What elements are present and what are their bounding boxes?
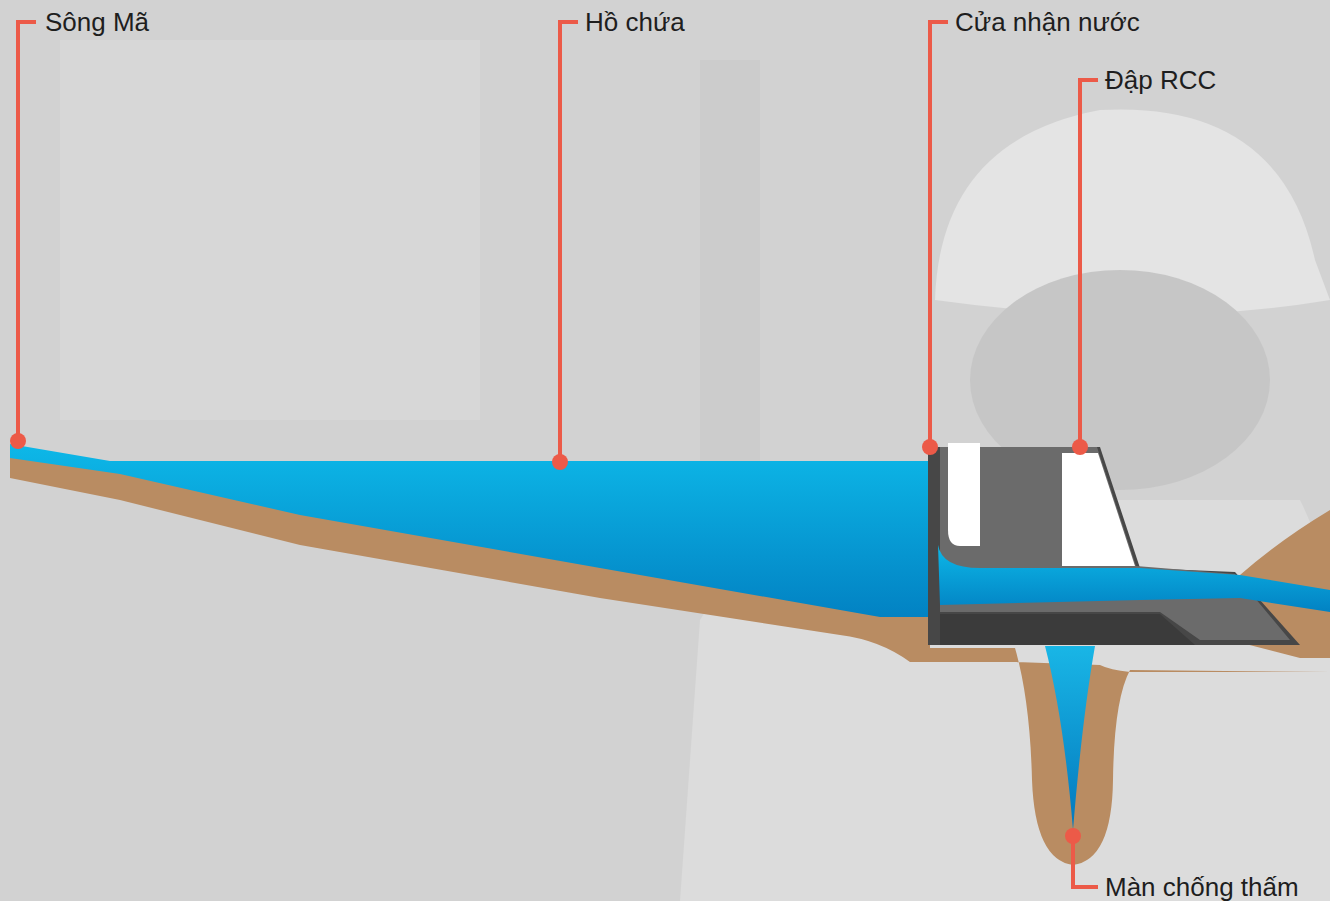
dam-inner <box>940 447 1290 640</box>
outflow-water <box>938 545 1330 612</box>
callout-label: Hồ chứa <box>585 9 685 35</box>
callout-label: Đập RCC <box>1105 67 1216 93</box>
reservoir-water <box>10 444 930 617</box>
grout-curtain <box>1045 646 1095 830</box>
dam-foundation <box>940 614 1195 645</box>
callout-label: Sông Mã <box>45 9 149 35</box>
leader-lines <box>18 22 1098 887</box>
dam-slot <box>1062 453 1135 566</box>
intake-opening <box>948 443 980 546</box>
callout-label: Cửa nhận nước <box>955 9 1140 35</box>
dam-body <box>928 447 1300 645</box>
leader-dots <box>10 433 1088 844</box>
callout-label: Màn chống thấm <box>1105 874 1299 900</box>
